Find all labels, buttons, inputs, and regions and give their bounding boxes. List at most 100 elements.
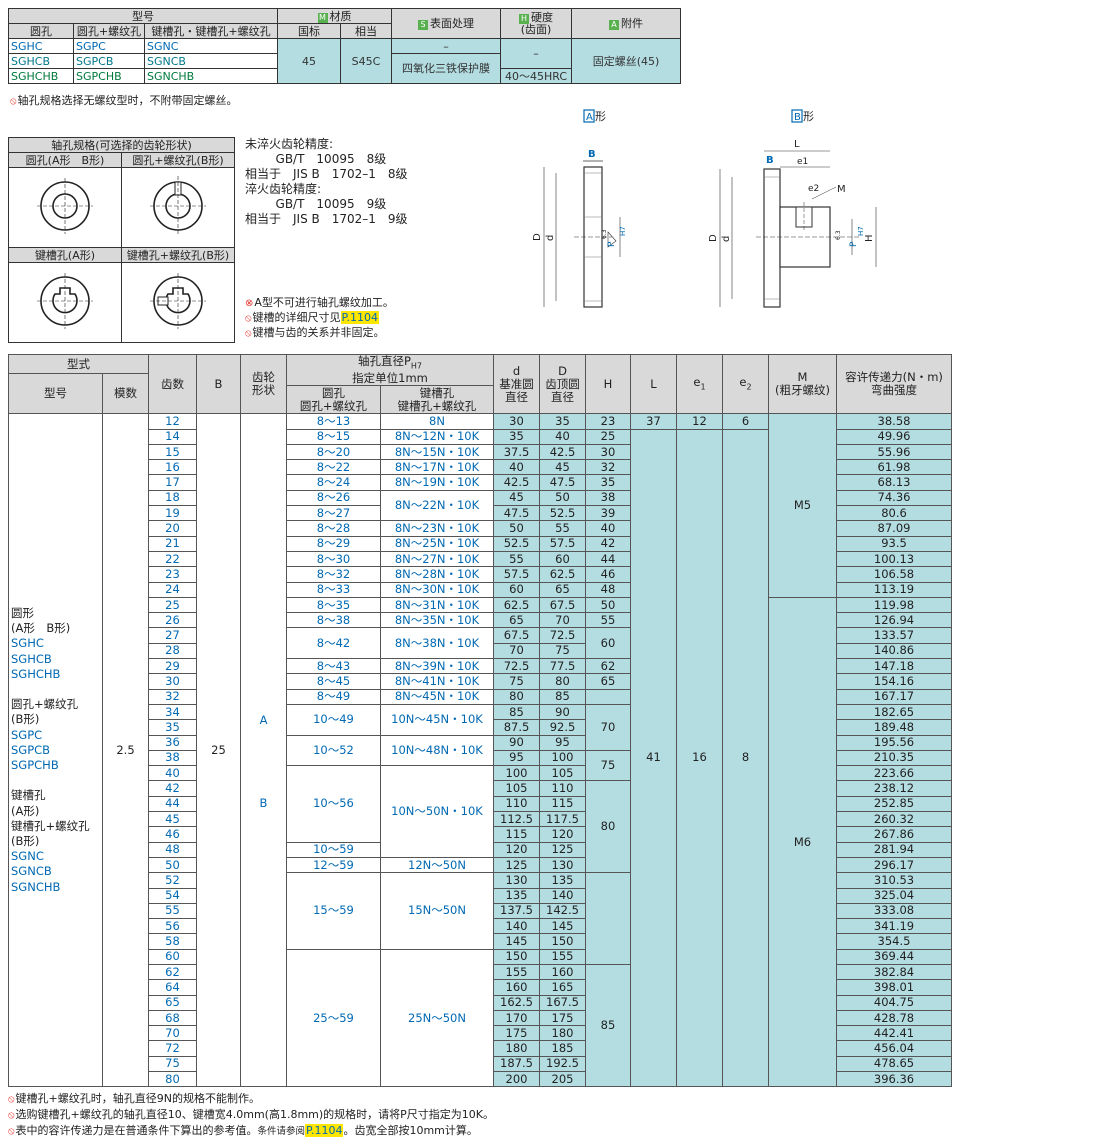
force-cell: 252.85 [836,795,952,813]
teeth-cell: 21 [148,535,197,552]
e1-cell: 16 [676,428,723,1088]
teeth-cell: 72 [148,1040,197,1057]
warning-icon: ⦸ [8,1126,15,1137]
hardness-none: – [500,38,572,69]
sub-gb: 国标 [277,23,341,39]
d-cell: 187.5 [493,1055,540,1073]
teeth-cell: 30 [148,673,197,690]
accessory-value: 固定螺丝(45) [571,38,681,84]
model-line: SGPCHB [11,757,59,772]
force-cell: 223.66 [836,765,952,782]
force-cell: 189.48 [836,719,952,736]
D-cell: 60 [539,550,586,568]
e1-cell: 12 [676,413,723,430]
page-link[interactable]: P.1104 [340,311,379,324]
warning-icon: ⦸ [10,96,17,107]
d-cell: 70 [493,642,540,660]
d-cell: 155 [493,963,540,981]
dim-D-label: D [708,234,719,242]
D-cell: 42.5 [539,443,586,461]
D-cell: 67.5 [539,596,586,614]
header-model: 型号 [8,372,103,415]
note-a-type: ⊗A型不可进行轴孔螺纹加工。 [245,296,394,309]
model-line: (B形) [11,833,40,848]
d-cell: 42.5 [493,474,540,491]
M-cell: M6 [768,596,837,1088]
header-e1: e1 [676,353,723,415]
sub-round: 圆孔 [8,23,74,39]
bore-round-cell: 8～49 [286,688,381,705]
d-cell: 30 [493,413,540,430]
note-line: ⦸键槽孔+螺纹孔时，轴孔直径9N的规格不能制作。 [8,1092,260,1105]
teeth-cell: 12 [148,413,197,430]
teeth-cell: 17 [148,474,197,491]
bore-round-cell: 8～15 [286,428,381,445]
h7-label: H7 [619,226,627,236]
teeth-cell: 62 [148,963,197,981]
teeth-cell: 19 [148,505,197,522]
dim-B-label: B [766,155,774,166]
H-cell: 50 [585,596,631,614]
D-cell: 120 [539,826,586,843]
D-cell: 105 [539,765,586,782]
D-cell: 50 [539,489,586,507]
H-cell: 35 [585,474,631,491]
force-cell: 133.57 [836,627,952,644]
force-cell: 310.53 [836,872,952,889]
D-cell: 165 [539,979,586,996]
d-cell: 55 [493,550,540,568]
dim-L-label: L [794,139,800,150]
d-cell: 67.5 [493,627,540,644]
force-cell: 74.36 [836,489,952,507]
model-line: SGNCB [11,864,52,879]
d-cell: 200 [493,1071,540,1088]
bore-round-cell: 8～35 [286,596,381,614]
d-cell: 145 [493,933,540,950]
d-cell: 112.5 [493,811,540,828]
round-bore-icon [8,167,122,248]
surface-none: – [391,38,501,54]
bore-round-cell: 10～49 [286,703,381,736]
bottom-notes: ⦸键槽孔+螺纹孔时，轴孔直径9N的规格不能制作。 ⦸选购键槽孔+螺纹孔的轴孔直径… [8,1091,494,1139]
bore-round-cell: 8～42 [286,627,381,660]
dim-D-label: D [532,233,543,241]
teeth-cell: 23 [148,566,197,583]
d-cell: 35 [493,428,540,445]
model-line: (B形) [11,712,40,727]
force-cell: 93.5 [836,535,952,552]
bore-key-cell: 8N～12N・10K [380,428,494,445]
bore-key-cell: 8N～25N・10K [380,535,494,552]
teeth-cell: 26 [148,612,197,629]
bore-key-cell: 8N～17N・10K [380,459,494,476]
H-cell: 65 [585,673,631,690]
D-cell: 155 [539,948,586,965]
warning-icon: ⦸ [8,1110,15,1121]
D-cell: 130 [539,856,586,874]
bore-key-cell: 8N～35N・10K [380,612,494,629]
force-cell: 333.08 [836,902,952,920]
dim-e1-label: e1 [797,157,808,167]
page-link[interactable]: P.1104 [305,1124,344,1137]
D-cell: 125 [539,841,586,858]
model-line [11,773,102,788]
accuracy-line: 相当于 JIS B 1702–1 8级 [245,167,408,181]
surface-mark-icon: S [418,20,428,30]
model-cell: SGPCHB [73,68,145,84]
warning-icon: ⦸ [245,313,252,324]
force-cell: 238.12 [836,780,952,797]
H-cell [585,688,631,705]
D-cell: 55 [539,520,586,537]
H-cell: 42 [585,535,631,552]
d-cell: 57.5 [493,566,540,583]
D-cell: 160 [539,963,586,981]
bore-round-cell: 8～27 [286,505,381,522]
bore-round-cell: 12～59 [286,856,381,874]
